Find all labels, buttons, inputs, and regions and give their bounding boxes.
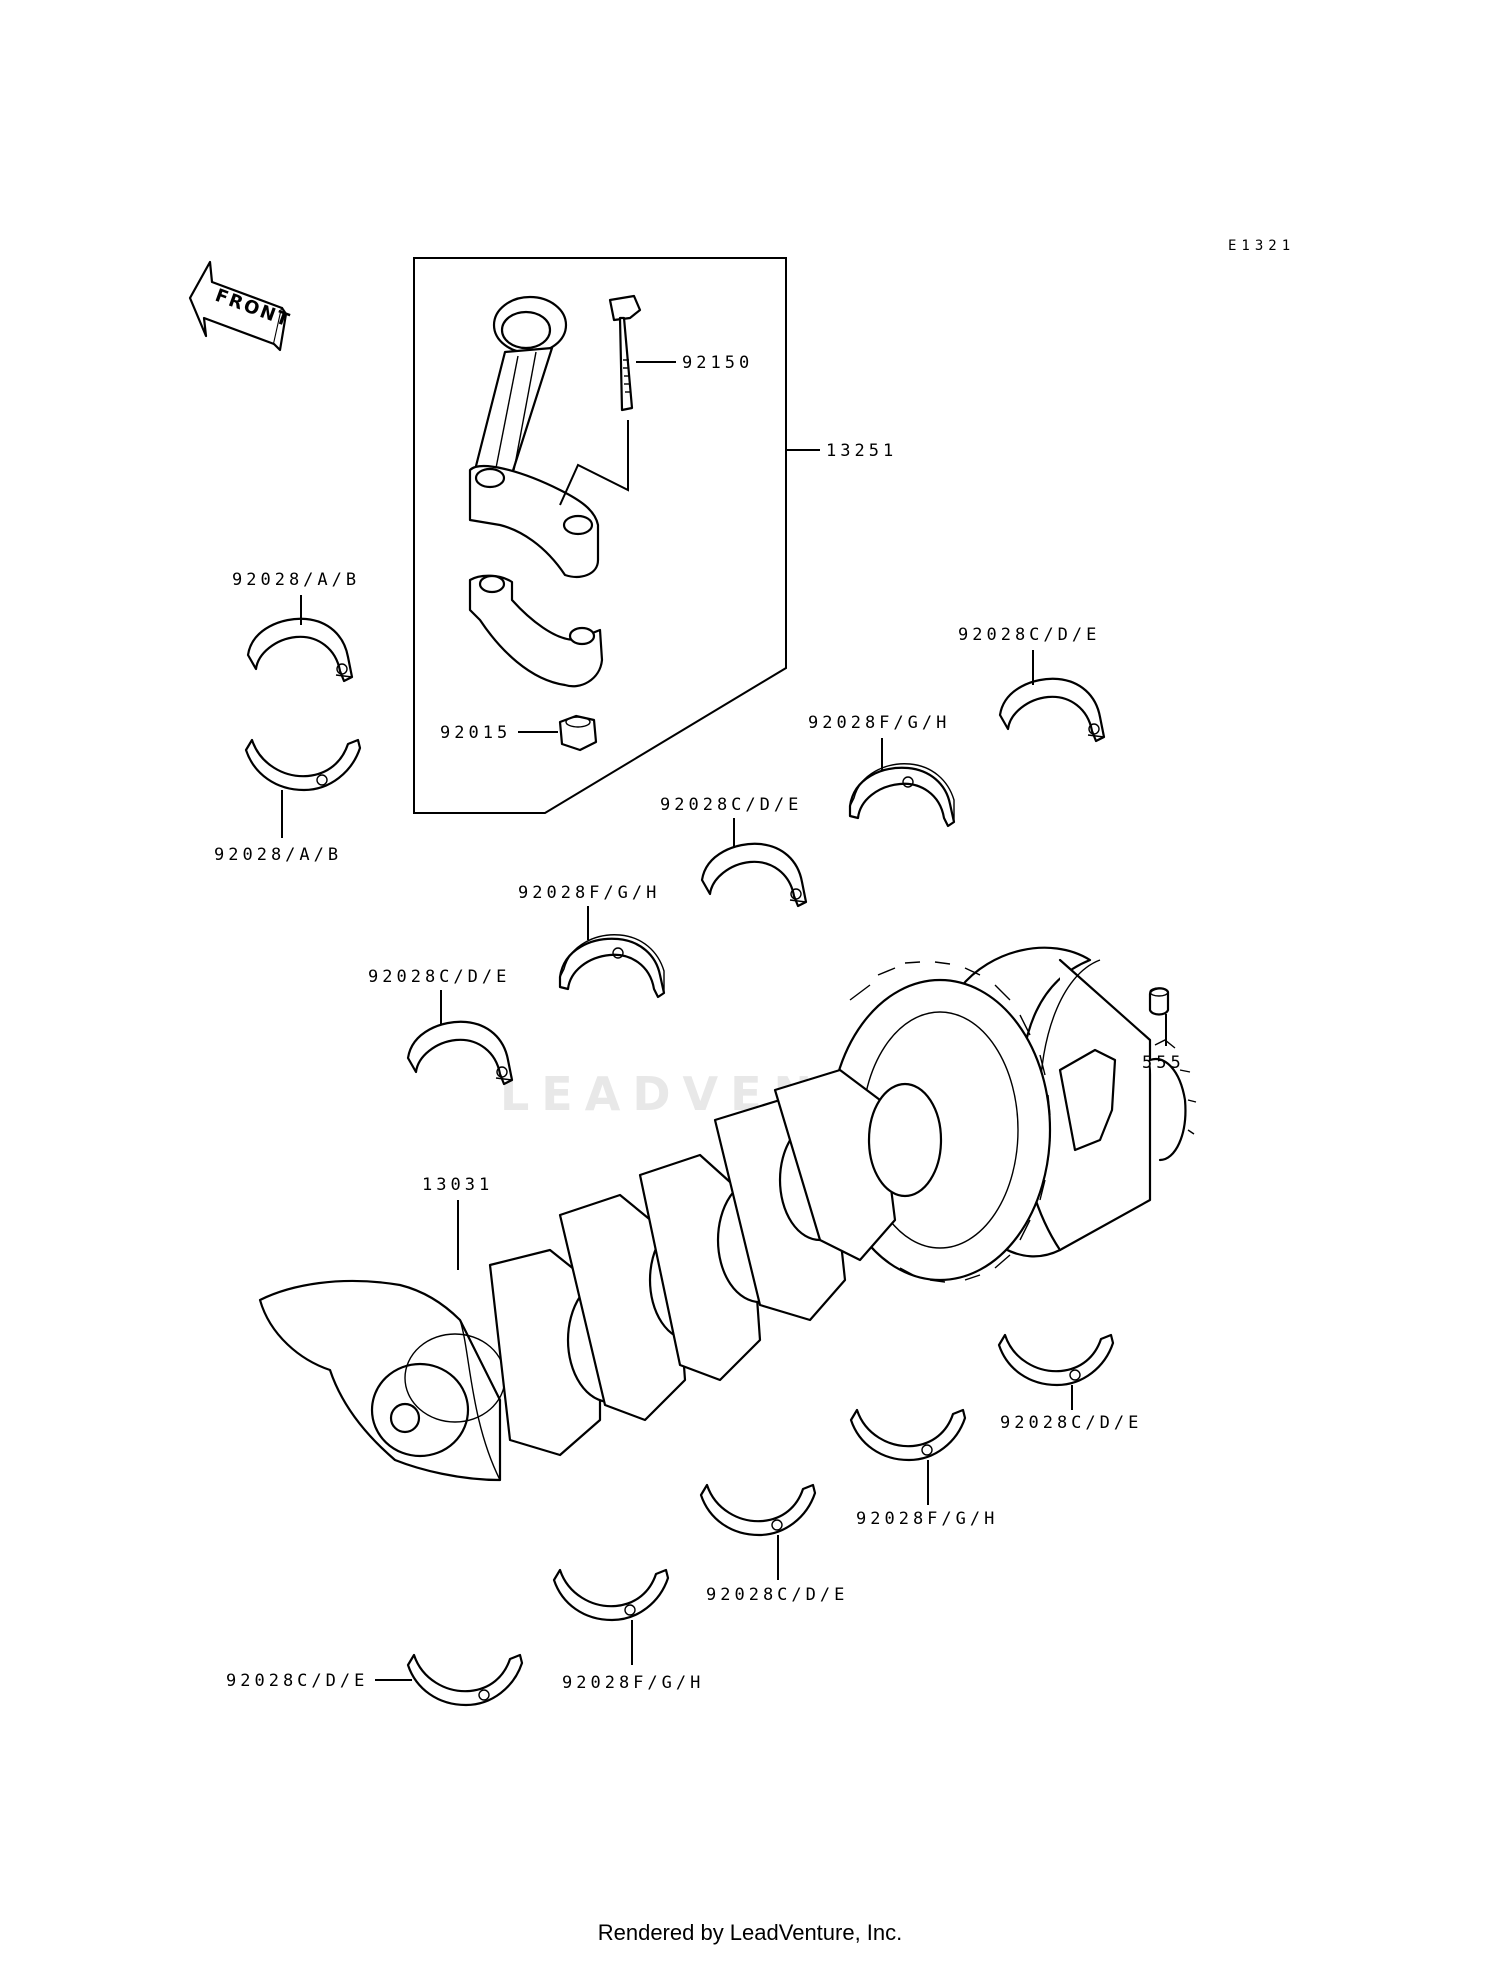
main-bearing-lower-5 [375, 1653, 524, 1707]
label-lower-bearing-4: 92028F/G/H [562, 1673, 704, 1693]
main-bearing-upper-1 [998, 650, 1106, 743]
label-lower-bearing-1: 92028C/D/E [1000, 1413, 1142, 1433]
label-13251: 13251 [826, 441, 897, 461]
con-rod [468, 295, 600, 578]
main-bearing-lower-2 [849, 1408, 967, 1505]
label-rod-bearing-lower: 92028/A/B [214, 845, 342, 865]
label-13031: 13031 [422, 1175, 493, 1195]
crankshaft [258, 946, 1197, 1482]
diagram-code: E1321 [1228, 238, 1295, 254]
con-rod-assembly-box [413, 257, 820, 814]
label-main-bearing-4: 92028F/G/H [518, 883, 660, 903]
main-bearing-upper-4 [558, 906, 666, 999]
main-bearing-upper-2 [848, 738, 956, 828]
main-bearing-lower-4 [552, 1568, 670, 1665]
rod-bearing-lower [244, 738, 362, 838]
label-main-bearing-3: 92028C/D/E [660, 795, 802, 815]
front-arrow-icon: FRONT [188, 260, 294, 352]
con-rod-cap [468, 574, 604, 688]
main-bearing-lower-1 [997, 1333, 1115, 1410]
label-main-bearing-5: 92028C/D/E [368, 967, 510, 987]
label-lower-bearing-2: 92028F/G/H [856, 1509, 998, 1529]
label-main-bearing-1: 92028C/D/E [958, 625, 1100, 645]
label-lower-bearing-5: 92028C/D/E [226, 1671, 368, 1691]
label-lower-bearing-3: 92028C/D/E [706, 1585, 848, 1605]
label-92015: 92015 [440, 723, 511, 743]
main-bearing-upper-3 [700, 818, 808, 908]
rod-bearing-upper [246, 595, 354, 683]
con-rod-bolt [559, 294, 676, 506]
main-bearing-upper-5 [406, 990, 514, 1086]
label-main-bearing-2: 92028F/G/H [808, 713, 950, 733]
label-rod-bearing-upper: 92028/A/B [232, 570, 360, 590]
pin [1148, 987, 1170, 1046]
label-555: 555 [1142, 1053, 1185, 1073]
con-rod-nut [518, 714, 598, 752]
footer-credit: Rendered by LeadVenture, Inc. [597, 1920, 903, 1945]
label-92150: 92150 [682, 353, 753, 373]
main-bearing-lower-3 [699, 1483, 817, 1580]
